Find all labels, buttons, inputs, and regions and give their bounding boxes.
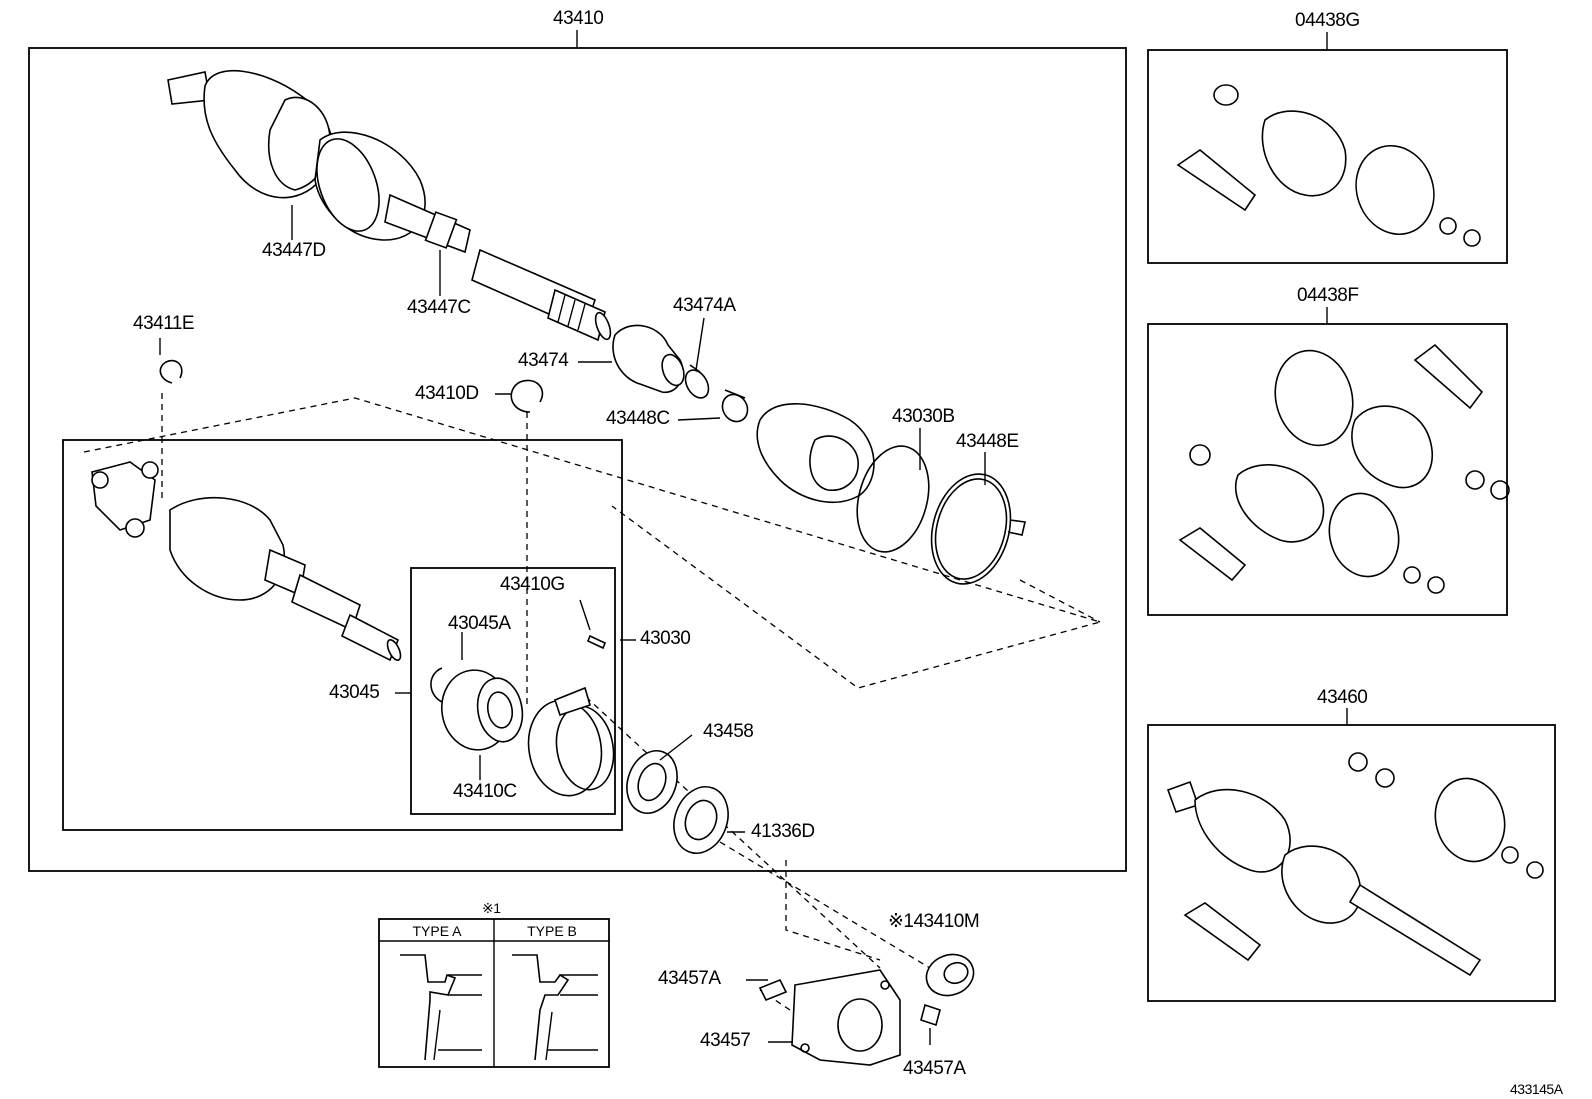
type-a-label: TYPE A xyxy=(412,923,462,939)
inner-joint-frame xyxy=(62,439,623,831)
label-43410: 43410 xyxy=(553,8,604,29)
label-43410D: 43410D xyxy=(415,383,479,404)
label-43411E: 43411E xyxy=(133,313,195,334)
bearing-43410M xyxy=(925,953,975,997)
drive-shaft-outer-joint xyxy=(167,69,612,342)
label-43457A-bottom: 43457A xyxy=(903,1058,966,1079)
clamp-43474A xyxy=(684,364,710,399)
dynamic-damper-43474 xyxy=(612,324,685,393)
bearing-43410C xyxy=(441,669,524,751)
label-43447C: 43447C xyxy=(407,297,471,318)
label-43458: 43458 xyxy=(703,721,754,742)
kit-04438G-parts xyxy=(1176,84,1481,247)
label-43030B: 43030B xyxy=(892,406,955,427)
label-43410C: 43410C xyxy=(453,781,517,802)
clamp-43448C xyxy=(721,389,749,423)
type-b-label: TYPE B xyxy=(527,923,577,939)
bolt-43457A-bottom xyxy=(920,1003,941,1027)
label-43030: 43030 xyxy=(640,628,691,649)
label-43460: 43460 xyxy=(1317,687,1368,708)
label-43448E: 43448E xyxy=(956,431,1019,452)
assembly-43460-parts xyxy=(1166,752,1544,977)
label-43474: 43474 xyxy=(518,350,569,371)
snap-ring-43411E xyxy=(159,359,183,384)
clamp-43448E xyxy=(930,473,1026,585)
inner-tripod-joint xyxy=(91,461,402,662)
seal-43458 xyxy=(626,750,678,814)
shaft-assembly-43460-frame xyxy=(1147,724,1556,1002)
label-43457A-top: 43457A xyxy=(658,968,721,989)
boot-43030B xyxy=(856,445,930,553)
label-43045A: 43045A xyxy=(448,613,511,634)
kit-04438F-parts xyxy=(1178,343,1510,594)
note-reference-mark: ※1 xyxy=(482,900,501,916)
label-43447D: 43447D xyxy=(262,240,326,261)
bearing-bracket-43030 xyxy=(527,686,615,797)
type-b-sketch xyxy=(512,954,598,1061)
bolt-43457A-top xyxy=(758,978,788,1002)
label-43448C: 43448C xyxy=(606,408,670,429)
label-04438G: 04438G xyxy=(1295,10,1360,31)
label-04438F: 04438F xyxy=(1297,285,1359,306)
label-43045: 43045 xyxy=(329,682,380,703)
label-43474A: 43474A xyxy=(673,295,736,316)
pin-43410G xyxy=(586,634,607,650)
diagram-code: 433145A xyxy=(1510,1081,1563,1097)
snap-ring-43410D xyxy=(510,379,544,413)
label-43410G: 43410G xyxy=(500,574,565,595)
bracket-43457 xyxy=(791,969,901,1066)
bearing-subassembly-frame xyxy=(410,567,616,815)
seal-41336D xyxy=(673,786,729,854)
label-43457: 43457 xyxy=(700,1030,751,1051)
label-43410M: ※143410M xyxy=(888,911,980,932)
label-41336D: 41336D xyxy=(751,821,815,842)
type-a-sketch xyxy=(400,954,482,1061)
inboard-boot xyxy=(756,402,875,503)
